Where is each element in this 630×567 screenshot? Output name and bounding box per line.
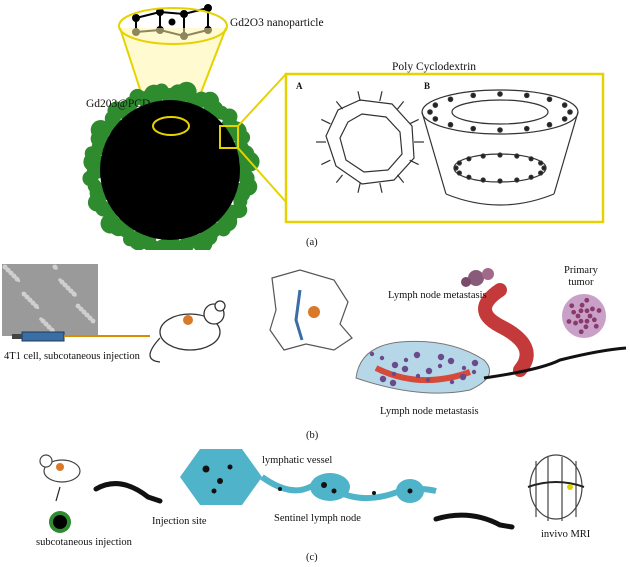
caption-a: (a): [306, 237, 318, 248]
flow-arrow-1: [93, 481, 163, 504]
caption-b: (b): [306, 430, 319, 441]
injection-site-label: Injection site: [152, 516, 207, 527]
cyclodextrin-ring-structure: [316, 91, 424, 193]
nanoparticle-label: Gd2O3 nanoparticle: [230, 17, 324, 29]
sentinel-label: Sentinel lymph node: [274, 513, 361, 524]
lymph-node-sketch: [269, 269, 353, 351]
polymer-label: Poly Cyclodextrin: [392, 61, 477, 73]
flow-arrow-2: [433, 512, 515, 530]
metastasis-label-top: Lymph node metastasis: [388, 290, 487, 301]
gd2o3-pcd-particle: [82, 81, 260, 250]
cyclodextrin-cone-structure: [421, 89, 579, 206]
primary-tumor-icon: [562, 294, 606, 338]
injection-site-hexagon: [180, 449, 262, 505]
panel-c-graphic: [39, 449, 585, 533]
cancer-cell-cluster-icon: [461, 268, 494, 287]
injection-label: 4T1 cell, subcotaneous injection: [4, 351, 140, 362]
subcutaneous-label: subcotaneous injection: [36, 537, 132, 548]
lymph-node-icon: [355, 340, 627, 394]
caption-c: (c): [306, 552, 318, 563]
primary-tumor-label: Primary tumor: [564, 265, 598, 288]
lymphatic-vessel-label: lymphatic vessel: [262, 455, 333, 466]
particle-small-icon: [49, 511, 71, 533]
panel-a-graphic: [82, 4, 605, 250]
syringe-icon: [12, 331, 150, 342]
mri-coil-icon: [527, 454, 585, 521]
mri-label: invivo MRI: [541, 529, 591, 540]
panel-b-graphic: [2, 264, 627, 394]
blood-vessel: [478, 283, 534, 377]
metastasis-label-bottom: Lymph node metastasis: [380, 406, 479, 417]
cell-culture-image: [2, 264, 98, 336]
sub-label-a: A: [296, 81, 303, 91]
sub-label-b: B: [424, 81, 431, 91]
mouse-small-icon: [39, 454, 81, 502]
sentinel-node-shape: [310, 473, 350, 501]
mouse-icon: [149, 300, 226, 363]
composite-label: Gd203@PCD: [86, 98, 151, 110]
